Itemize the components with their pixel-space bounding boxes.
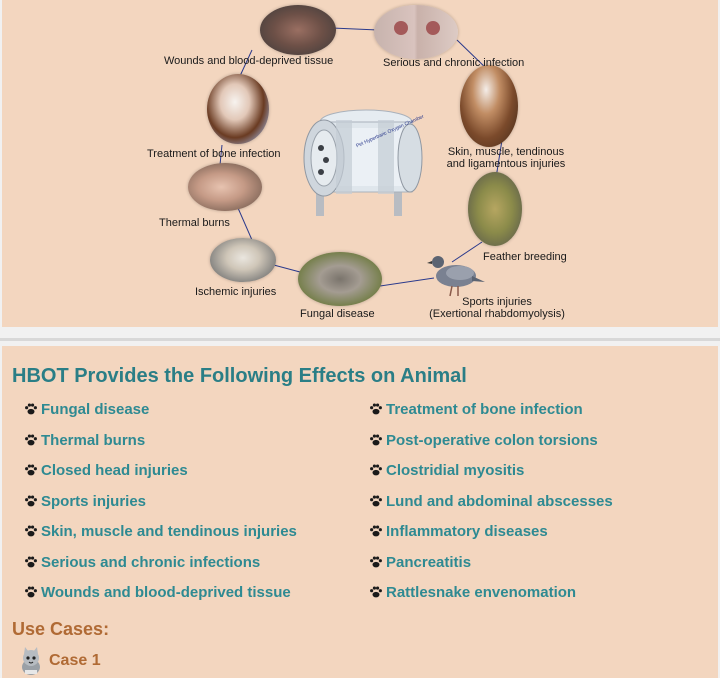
effect-item: Serious and chronic infections [24,552,260,572]
caption-skin-line2: and ligamentous injuries [446,158,566,170]
paw-icon [370,434,382,446]
pigeon-icon [427,256,485,297]
fungal-dog-photo [298,252,382,306]
paw-icon [370,586,382,598]
paw-icon [370,464,382,476]
section-divider [0,338,720,341]
paw-icon [370,556,382,568]
case-1-label[interactable]: Case 1 [49,652,101,669]
puppy-bandage-photo [207,74,269,144]
caption-sports-line2: (Exertional rhabdomyolysis) [429,308,565,320]
infection-photo [374,5,458,59]
caption-feather-breeding: Feather breeding [483,251,567,263]
effect-label: Clostridial myositis [386,461,525,479]
use-cases-title: Use Cases: [12,619,110,639]
paw-icon [25,495,37,507]
paw-icon [25,403,37,415]
effects-title: HBOT Provides the Following Effects on A… [12,365,467,387]
effect-item: Post-operative colon torsions [369,430,598,450]
effect-label: Wounds and blood-deprived tissue [41,583,291,601]
paw-icon [25,464,37,476]
ischemic-photo [210,238,276,282]
caption-ischemic: Ischemic injuries [195,286,277,298]
case-1-link[interactable]: Case 1 [16,646,101,676]
effect-label: Serious and chronic infections [41,553,261,571]
effect-label: Skin, muscle and tendinous injuries [41,522,297,540]
thermal-burn-photo [188,163,262,211]
paw-icon [25,586,37,598]
effect-item: Fungal disease [24,399,149,419]
effect-label: Thermal burns [41,431,146,449]
caption-sports-injuries: Sports injuries (Exertional rhabdomyolys… [422,296,572,320]
dog-skin-injury-photo [460,65,518,147]
effect-item: Treatment of bone infection [369,399,583,419]
effect-item: Lund and abdominal abscesses [369,491,613,511]
effect-item: Skin, muscle and tendinous injuries [24,521,297,541]
paw-icon [25,525,37,537]
caption-thermal-burns: Thermal burns [159,217,230,229]
feather-photo [468,172,522,246]
paw-icon [25,434,37,446]
caption-serious-infection: Serious and chronic infection [383,57,525,69]
effect-label: Closed head injuries [41,461,188,479]
caption-wounds: Wounds and blood-deprived tissue [164,55,334,67]
effect-label: Sports injuries [41,492,147,510]
effect-label: Lund and abdominal abscesses [386,492,613,510]
caption-skin-injuries: Skin, muscle, tendinous and ligamentous … [438,146,574,170]
effect-label: Inflammatory diseases [386,522,548,540]
hyperbaric-chamber-image [303,109,423,216]
wound-photo [260,5,336,55]
effect-label: Fungal disease [41,400,150,418]
effect-item: Wounds and blood-deprived tissue [24,582,291,602]
effect-item: Thermal burns [24,430,145,450]
effect-label: Rattlesnake envenomation [386,583,577,601]
effect-item: Clostridial myositis [369,460,524,480]
effects-section: HBOT Provides the Following Effects on A… [2,346,718,678]
effect-label: Post-operative colon torsions [386,431,598,449]
caption-bone-infection: Treatment of bone infection [147,148,281,160]
effect-item: Rattlesnake envenomation [369,582,576,602]
effect-item: Pancreatitis [369,552,471,572]
caption-skin-line1: Skin, muscle, tendinous [447,146,565,158]
effect-item: Sports injuries [24,491,146,511]
paw-icon [25,556,37,568]
paw-icon [370,495,382,507]
effect-item: Inflammatory diseases [369,521,548,541]
caption-fungal: Fungal disease [300,308,375,320]
caption-sports-line1: Sports injuries [462,296,532,308]
treatment-diagram: Pet Hyperbaric Oxygen Chamber Wounds and… [2,0,718,327]
effect-label: Treatment of bone infection [386,400,583,418]
cat-mascot-icon [22,647,40,675]
effect-item: Closed head injuries [24,460,188,480]
paw-icon [370,525,382,537]
paw-icon [370,403,382,415]
effect-label: Pancreatitis [386,553,472,571]
